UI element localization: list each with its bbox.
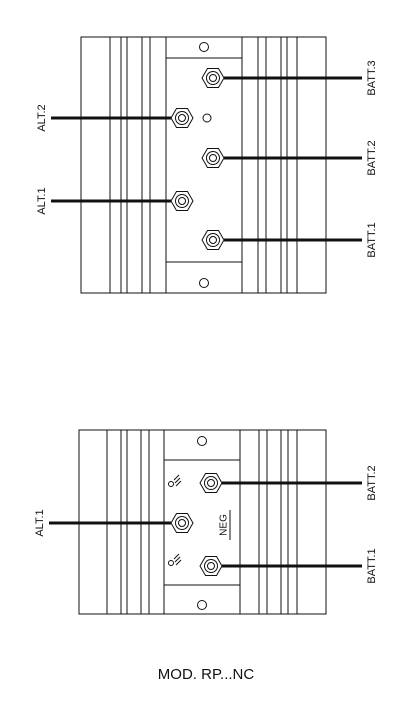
label-batt2-bottom: BATT.2: [366, 465, 378, 500]
label-alt1: ALT.1: [36, 187, 48, 214]
diode-mark-icon: [168, 474, 182, 487]
top-mounting-hole: [197, 436, 207, 446]
bottom-mounting-hole: [199, 278, 209, 288]
top-unit-wires: [51, 76, 362, 242]
label-batt1-bottom: BATT.1: [366, 548, 378, 583]
hex-nut-icon: [170, 513, 194, 533]
label-alt1-bottom: ALT.1: [34, 509, 46, 536]
top-unit: [80, 36, 327, 294]
model-caption: MOD. RP...NC: [157, 666, 255, 683]
diode-mark-icon: [168, 553, 182, 566]
label-batt1: BATT.1: [366, 222, 378, 257]
small-hole: [202, 113, 212, 123]
label-alt2: ALT.2: [36, 104, 48, 131]
top-mounting-hole: [199, 42, 209, 52]
hex-nut-icon: [199, 556, 223, 576]
label-batt3: BATT.3: [366, 60, 378, 95]
hex-nut-icon: [199, 473, 223, 493]
label-neg: NEG: [219, 514, 230, 536]
hex-nut-icon: [170, 108, 194, 128]
top-unit-fins: [109, 37, 298, 293]
top-unit-terminals: [170, 68, 225, 250]
hex-nut-icon: [170, 191, 194, 211]
bottom-mounting-hole: [197, 600, 207, 610]
hex-nut-icon: [201, 68, 225, 88]
bottom-unit-wires: [49, 481, 362, 568]
label-batt2: BATT.2: [366, 140, 378, 175]
bottom-unit-terminals: [170, 473, 223, 576]
top-unit-center-plate: [165, 36, 243, 294]
hex-nut-icon: [201, 230, 225, 250]
hex-nut-icon: [201, 148, 225, 168]
